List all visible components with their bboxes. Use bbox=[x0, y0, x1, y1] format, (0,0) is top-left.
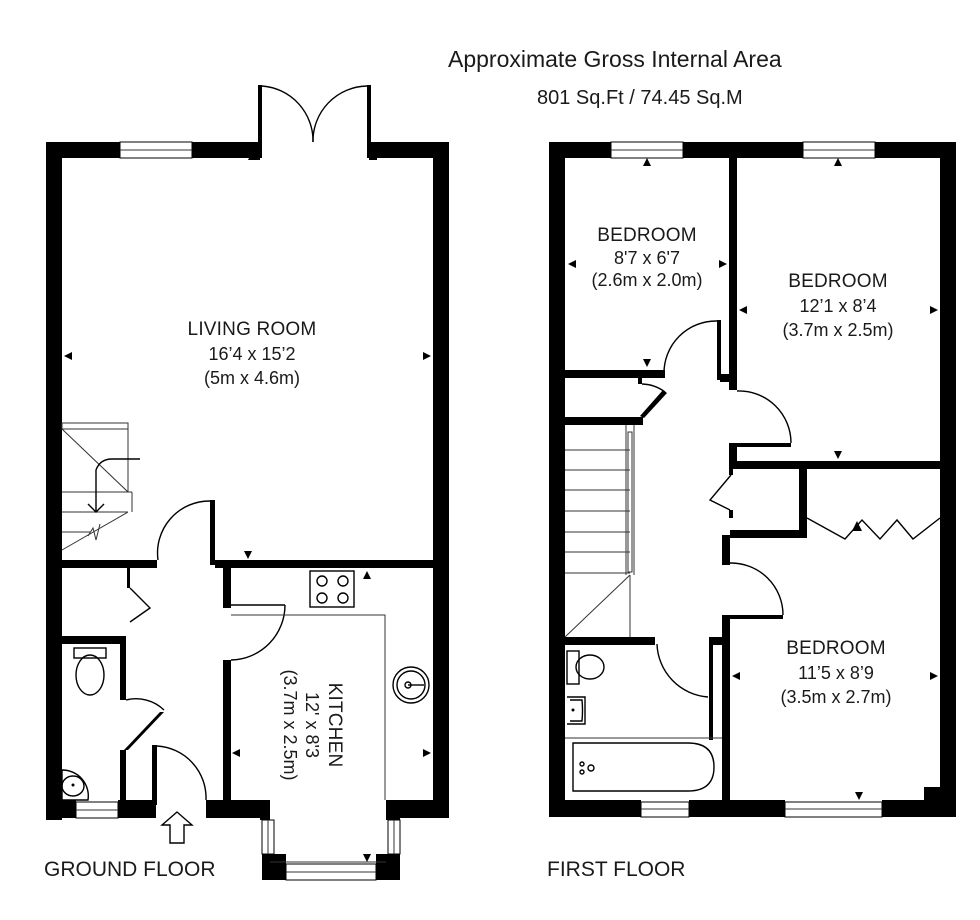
wardrobe-icon bbox=[806, 517, 941, 541]
stairs-icon bbox=[61, 422, 140, 551]
room-name: BEDROOM bbox=[788, 271, 888, 292]
basin-icon bbox=[61, 769, 90, 801]
toilet-icon bbox=[566, 650, 605, 685]
bath-icon bbox=[572, 742, 715, 792]
basin-icon bbox=[567, 696, 586, 725]
room-living-room: LIVING ROOM 16’4 x 15’2 (5m x 4.6m) bbox=[188, 316, 317, 392]
toilet-icon bbox=[73, 647, 107, 696]
room-dim-metric: (2.6m x 2.0m) bbox=[591, 270, 703, 290]
window-icon bbox=[261, 819, 275, 855]
stairs-icon bbox=[564, 425, 635, 638]
window-icon bbox=[119, 141, 193, 159]
window-icon bbox=[75, 801, 119, 819]
room-dim-metric: (3.5m x 2.7m) bbox=[780, 687, 892, 707]
room-dim-imperial: 12' x 8'3 bbox=[302, 692, 322, 758]
room-dim-imperial: 12’1 x 8’4 bbox=[799, 296, 877, 316]
room-name: KITCHEN bbox=[324, 682, 345, 768]
room-dim-imperial: 11’5 x 8’9 bbox=[798, 663, 874, 683]
window-icon bbox=[640, 801, 690, 818]
room-name: BEDROOM bbox=[786, 638, 886, 659]
room-bedroom-rear: BEDROOM 12’1 x 8’4 (3.7m x 2.5m) bbox=[782, 268, 893, 344]
first-floor-plan bbox=[549, 141, 956, 818]
room-dim-metric: (3.7m x 2.5m) bbox=[782, 320, 894, 340]
hob-icon bbox=[309, 570, 355, 608]
room-kitchen: KITCHEN 12' x 8'3 (3.7m x 2.5m) bbox=[252, 660, 372, 790]
window-icon bbox=[802, 141, 876, 159]
room-dim-imperial: 8'7 x 6'7 bbox=[614, 248, 680, 268]
room-dim-metric: (5m x 4.6m) bbox=[203, 368, 301, 388]
room-bedroom-small: BEDROOM 8'7 x 6'7 (2.6m x 2.0m) bbox=[591, 224, 702, 292]
area-value: 801 Sq.Ft / 74.45 Sq.M bbox=[537, 87, 743, 109]
window-icon bbox=[610, 141, 684, 159]
ground-floor-plan bbox=[46, 85, 449, 881]
room-dim-metric: (3.7m x 2.5m) bbox=[280, 669, 300, 781]
sink-icon bbox=[392, 666, 430, 704]
room-name: BEDROOM bbox=[597, 225, 697, 246]
entrance-arrow-icon bbox=[160, 811, 194, 844]
ground-floor-label: GROUND FLOOR bbox=[44, 858, 216, 881]
room-bedroom-front: BEDROOM 11’5 x 8’9 (3.5m x 2.7m) bbox=[780, 635, 891, 711]
window-icon bbox=[387, 819, 401, 855]
window-icon bbox=[285, 863, 377, 881]
room-name: LIVING ROOM bbox=[187, 319, 317, 340]
first-floor-label: FIRST FLOOR bbox=[547, 858, 686, 881]
window-icon bbox=[784, 801, 883, 818]
area-title: Approximate Gross Internal Area bbox=[448, 46, 782, 72]
french-doors-icon bbox=[261, 85, 368, 143]
room-dim-imperial: 16’4 x 15’2 bbox=[208, 344, 296, 364]
